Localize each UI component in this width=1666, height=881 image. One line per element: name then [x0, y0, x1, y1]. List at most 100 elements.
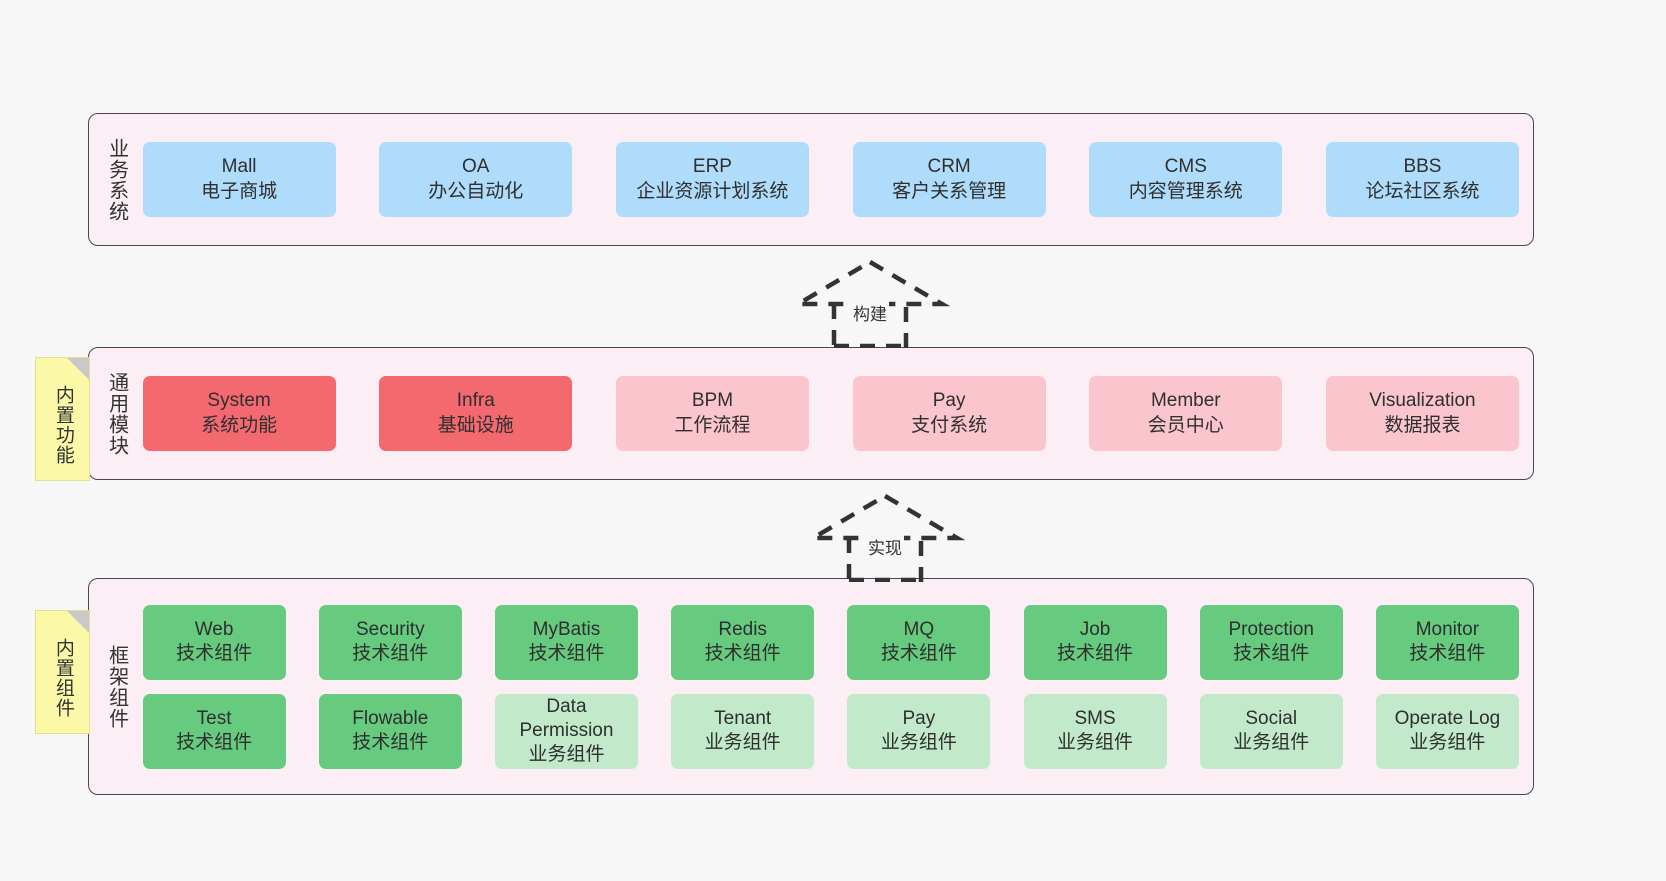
- card-oa-en: OA: [462, 156, 490, 178]
- card-mybatis-en: MyBatis: [532, 618, 601, 640]
- card-crm[interactable]: CRM 客户关系管理: [852, 142, 1046, 217]
- framework-card-grid: Web 技术组件 Security 技术组件 MyBatis 技术组件 Redi…: [137, 579, 1533, 794]
- card-test-cn: 技术组件: [176, 732, 253, 753]
- layer-business-system: 业务系统 Mall 电子商城 OA 办公自动化 ERP 企业资源计划系统 CRM…: [88, 113, 1534, 246]
- card-mybatis[interactable]: MyBatis 技术组件: [494, 604, 638, 680]
- card-social[interactable]: Social 业务组件: [1199, 693, 1343, 769]
- card-system-cn: 系统功能: [201, 414, 278, 436]
- card-job-cn: 技术组件: [1057, 643, 1134, 664]
- card-mq-en: MQ: [903, 618, 935, 640]
- card-security-cn: 技术组件: [352, 643, 429, 664]
- card-test[interactable]: Test 技术组件: [142, 693, 286, 769]
- card-bbs[interactable]: BBS 论坛社区系统: [1325, 142, 1519, 217]
- connector-implement: 实现: [804, 492, 966, 583]
- card-pay-module[interactable]: Pay 支付系统: [852, 376, 1046, 451]
- card-pay-component-en: Pay: [902, 707, 936, 729]
- card-infra-cn: 基础设施: [437, 414, 514, 436]
- connector-build: 构建: [789, 258, 951, 349]
- card-monitor[interactable]: Monitor 技术组件: [1375, 604, 1519, 680]
- card-infra[interactable]: Infra 基础设施: [379, 376, 573, 451]
- build-arrow-icon: [789, 259, 951, 349]
- card-bpm-cn: 工作流程: [674, 414, 751, 436]
- framework-row-business: Test 技术组件 Flowable 技术组件 Data Permission …: [142, 693, 1519, 769]
- business-card-list: Mall 电子商城 OA 办公自动化 ERP 企业资源计划系统 CRM 客户关系…: [137, 114, 1533, 245]
- card-tenant-cn: 业务组件: [704, 732, 781, 753]
- card-tenant-en: Tenant: [714, 707, 772, 729]
- card-social-cn: 业务组件: [1233, 732, 1310, 753]
- card-sms-cn: 业务组件: [1057, 732, 1134, 753]
- card-sms[interactable]: SMS 业务组件: [1023, 693, 1167, 769]
- implement-arrow-icon: [804, 493, 966, 583]
- card-flowable-cn: 技术组件: [352, 732, 429, 753]
- card-web-en: Web: [194, 618, 234, 640]
- card-protection[interactable]: Protection 技术组件: [1199, 604, 1343, 680]
- card-job[interactable]: Job 技术组件: [1023, 604, 1167, 680]
- sticky-note-builtin-component[interactable]: 内置组件: [35, 610, 90, 734]
- card-security-en: Security: [355, 618, 425, 640]
- layer-common-module: 通用模块 System 系统功能 Infra 基础设施 BPM 工作流程 Pay…: [88, 347, 1534, 480]
- layer-business-title: 业务系统: [105, 137, 128, 222]
- common-card-list: System 系统功能 Infra 基础设施 BPM 工作流程 Pay 支付系统…: [137, 348, 1533, 479]
- card-system[interactable]: System 系统功能: [142, 376, 336, 451]
- card-flowable[interactable]: Flowable 技术组件: [318, 693, 462, 769]
- card-mq-cn: 技术组件: [880, 643, 957, 664]
- sticky-note-builtin-function[interactable]: 内置功能: [35, 357, 90, 481]
- card-system-en: System: [207, 390, 271, 412]
- card-pay-module-cn: 支付系统: [911, 414, 988, 436]
- card-web-cn: 技术组件: [176, 643, 253, 664]
- card-member-cn: 会员中心: [1147, 414, 1224, 436]
- card-mq[interactable]: MQ 技术组件: [847, 604, 991, 680]
- card-redis[interactable]: Redis 技术组件: [671, 604, 815, 680]
- card-pay-component[interactable]: Pay 业务组件: [847, 693, 991, 769]
- card-visualization-en: Visualization: [1369, 390, 1476, 412]
- card-visualization[interactable]: Visualization 数据报表: [1325, 376, 1519, 451]
- card-operate-log-en: Operate Log: [1394, 707, 1501, 729]
- card-test-en: Test: [196, 707, 232, 729]
- card-data-permission[interactable]: Data Permission 业务组件: [494, 693, 638, 769]
- layer-framework-title: 框架组件: [105, 644, 128, 729]
- card-monitor-cn: 技术组件: [1409, 643, 1486, 664]
- layer-framework-component: 框架组件 Web 技术组件 Security 技术组件 MyBatis 技术组件…: [88, 578, 1534, 795]
- card-pay-component-cn: 业务组件: [880, 732, 957, 753]
- card-erp-cn: 企业资源计划系统: [636, 180, 789, 202]
- card-oa[interactable]: OA 办公自动化: [379, 142, 573, 217]
- card-cms-cn: 内容管理系统: [1128, 180, 1243, 202]
- connector-implement-label: 实现: [866, 534, 904, 559]
- sticky-note-builtin-component-text: 内置组件: [52, 638, 74, 718]
- card-crm-cn: 客户关系管理: [892, 180, 1007, 202]
- card-monitor-en: Monitor: [1415, 618, 1480, 640]
- sticky-note-builtin-function-text: 内置功能: [52, 385, 74, 465]
- card-data-permission-cn: 业务组件: [528, 744, 605, 766]
- note-fold-corner-icon: [67, 611, 89, 633]
- card-protection-en: Protection: [1228, 618, 1314, 640]
- card-cms-en: CMS: [1164, 156, 1207, 178]
- card-web[interactable]: Web 技术组件: [142, 604, 286, 680]
- card-sms-en: SMS: [1074, 707, 1116, 729]
- card-erp[interactable]: ERP 企业资源计划系统: [615, 142, 809, 217]
- card-tenant[interactable]: Tenant 业务组件: [671, 693, 815, 769]
- card-job-en: Job: [1079, 618, 1111, 640]
- card-data-permission-en: Data Permission: [519, 695, 614, 741]
- card-cms[interactable]: CMS 内容管理系统: [1089, 142, 1283, 217]
- card-infra-en: Infra: [456, 390, 495, 412]
- card-member[interactable]: Member 会员中心: [1089, 376, 1283, 451]
- card-redis-en: Redis: [718, 618, 767, 640]
- layer-common-title: 通用模块: [105, 371, 128, 456]
- card-operate-log[interactable]: Operate Log 业务组件: [1375, 693, 1519, 769]
- card-mall-cn: 电子商城: [201, 180, 278, 202]
- card-bpm-en: BPM: [691, 390, 734, 412]
- card-mall-en: Mall: [221, 156, 257, 178]
- card-visualization-cn: 数据报表: [1384, 414, 1461, 436]
- card-bbs-cn: 论坛社区系统: [1365, 180, 1480, 202]
- card-social-en: Social: [1245, 707, 1298, 729]
- card-bbs-en: BBS: [1403, 156, 1442, 178]
- card-member-en: Member: [1150, 390, 1221, 412]
- card-oa-cn: 办公自动化: [428, 180, 524, 202]
- card-protection-cn: 技术组件: [1233, 643, 1310, 664]
- card-mall[interactable]: Mall 电子商城: [142, 142, 336, 217]
- card-flowable-en: Flowable: [352, 707, 429, 729]
- connector-build-label: 构建: [851, 300, 889, 325]
- card-security[interactable]: Security 技术组件: [318, 604, 462, 680]
- card-bpm[interactable]: BPM 工作流程: [615, 376, 809, 451]
- card-erp-en: ERP: [692, 156, 732, 178]
